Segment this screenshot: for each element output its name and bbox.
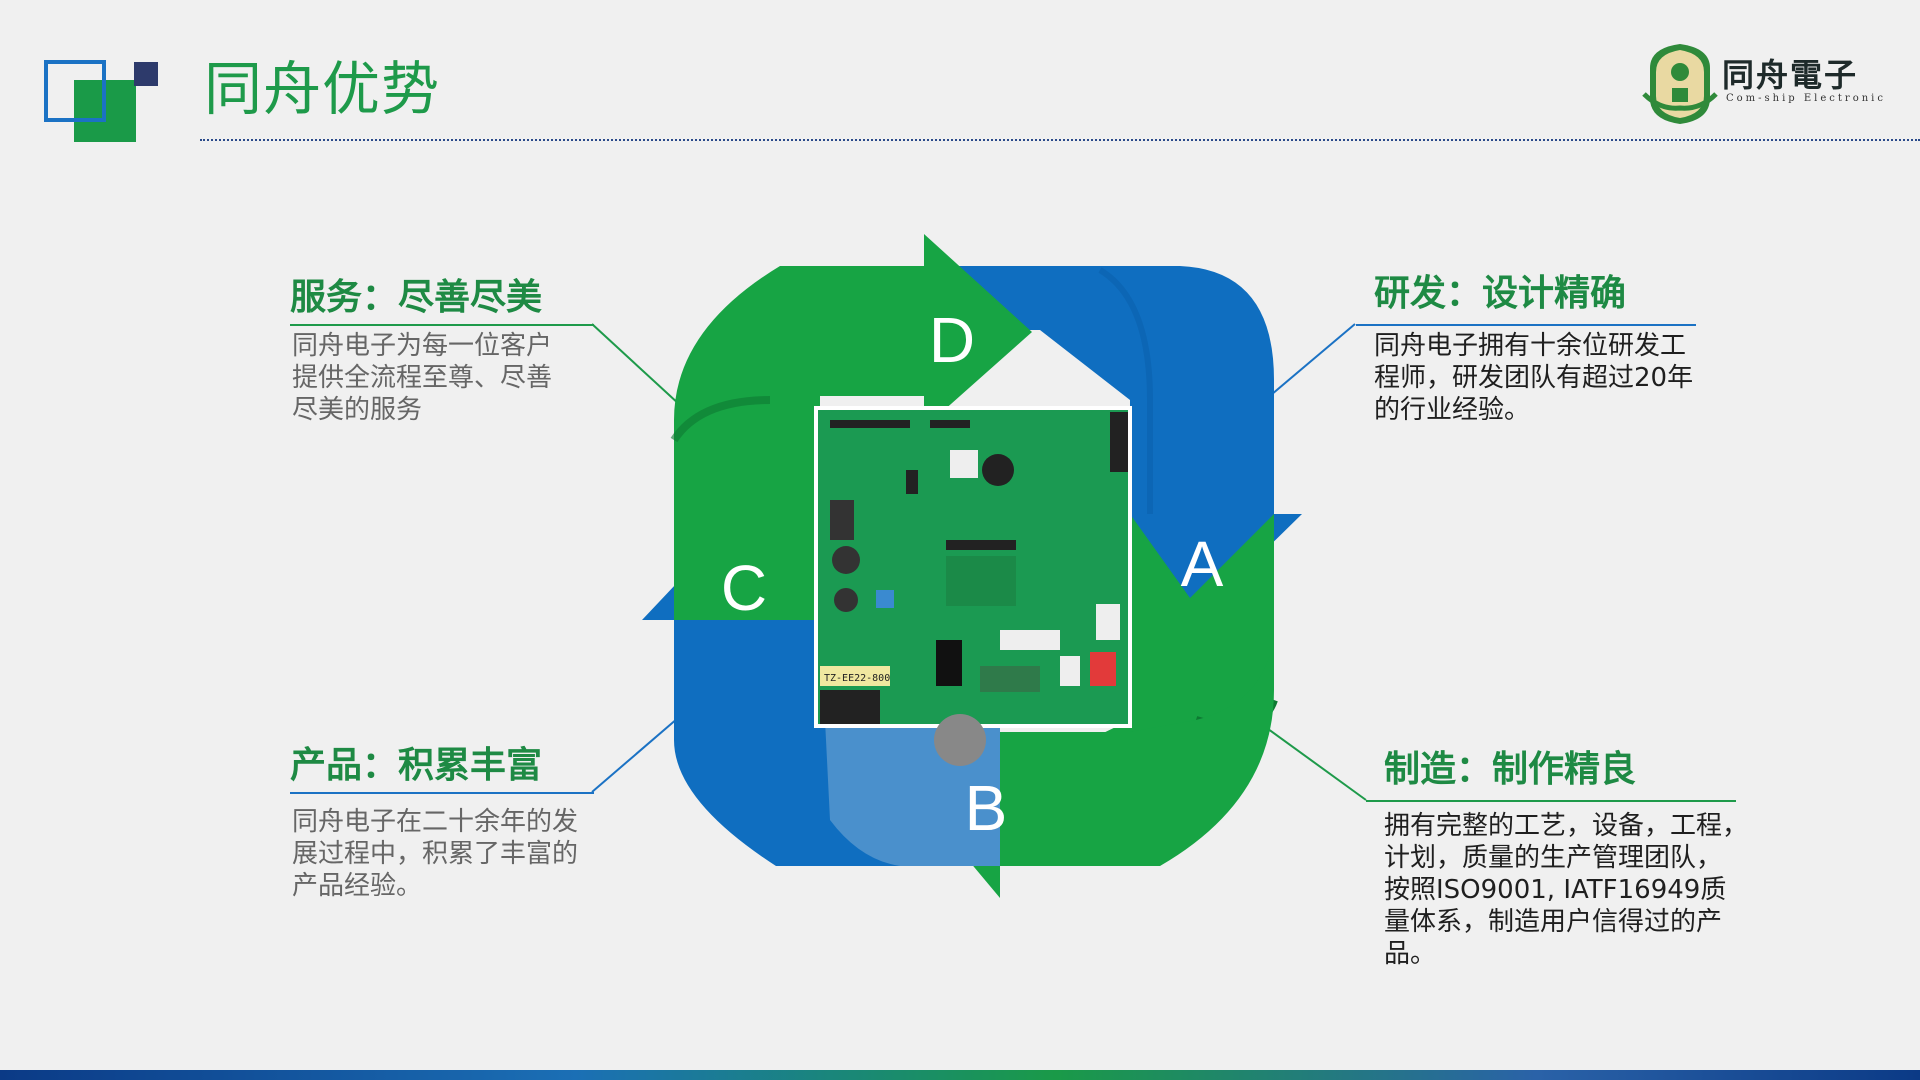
- rd-line: 程师，研发团队有超过20年: [1374, 363, 1694, 393]
- product-line: 展过程中，积累了丰富的: [292, 839, 579, 869]
- manufacturing-rule: [1366, 800, 1736, 802]
- pcb-part-label: TZ-EE22-800: [824, 673, 890, 684]
- manufacturing-line: 品。: [1384, 939, 1437, 969]
- service-line: 提供全流程至尊、尽善: [292, 363, 553, 393]
- rd-line: 同舟电子拥有十余位研发工: [1374, 331, 1687, 361]
- connector-service: [591, 323, 681, 406]
- label-d: D: [929, 304, 975, 376]
- rd-title: 研发：设计精确: [1374, 273, 1627, 314]
- product-rule: [290, 792, 594, 794]
- label-a: A: [1181, 528, 1224, 600]
- brand-logo: [1640, 38, 1920, 128]
- arrow-a-band: [950, 266, 1302, 612]
- arrow-b-head: [918, 620, 1274, 898]
- manufacturing-line: 按照ISO9001, IATF16949质: [1384, 875, 1727, 905]
- connector-manufacturing: [1263, 725, 1367, 801]
- brand-subtitle: Com-ship Electronic: [1726, 93, 1886, 104]
- connector-rd: [1264, 323, 1356, 401]
- arrow-d-band: [674, 234, 1032, 620]
- pcb-photo: TZ-EE22-800: [814, 406, 1132, 766]
- manufacturing-line: 拥有完整的工艺，设备，工程，: [1384, 811, 1749, 841]
- brand-seal-icon: [1642, 44, 1718, 124]
- service-title: 服务：尽善尽美: [290, 277, 543, 318]
- manufacturing-title: 制造：制作精良: [1384, 749, 1637, 790]
- bottom-bar: [0, 1070, 1920, 1080]
- rd-rule: [1356, 324, 1696, 326]
- page-title: 同舟优势: [204, 55, 441, 123]
- service-line: 同舟电子为每一位客户: [292, 331, 553, 361]
- rd-line: 的行业经验。: [1374, 395, 1531, 425]
- logo-square-navy: [134, 62, 158, 86]
- logo-square-outline: [44, 60, 106, 122]
- rd-body: 同舟电子拥有十余位研发工 程师，研发团队有超过20年 的行业经验。: [1374, 330, 1693, 426]
- manufacturing-body: 拥有完整的工艺，设备，工程， 计划，质量的生产管理团队， 按照ISO9001, …: [1384, 810, 1748, 970]
- section-logo-mark: [40, 56, 170, 156]
- brand-name: 同舟電子: [1722, 56, 1859, 94]
- service-rule: [290, 324, 594, 326]
- manufacturing-line: 量体系，制造用户信得过的产: [1384, 907, 1723, 937]
- manufacturing-line: 计划，质量的生产管理团队，: [1384, 843, 1723, 873]
- product-line: 同舟电子在二十余年的发: [292, 807, 579, 837]
- product-line: 产品经验。: [292, 871, 423, 901]
- title-divider: [200, 139, 1920, 141]
- label-b: B: [965, 772, 1008, 844]
- product-title: 产品：积累丰富: [290, 745, 543, 786]
- service-line: 尽美的服务: [292, 395, 423, 425]
- product-body: 同舟电子在二十余年的发 展过程中，积累了丰富的 产品经验。: [292, 806, 578, 902]
- connector-product: [591, 717, 679, 793]
- label-c: C: [721, 552, 767, 624]
- service-body: 同舟电子为每一位客户 提供全流程至尊、尽善 尽美的服务: [292, 330, 552, 426]
